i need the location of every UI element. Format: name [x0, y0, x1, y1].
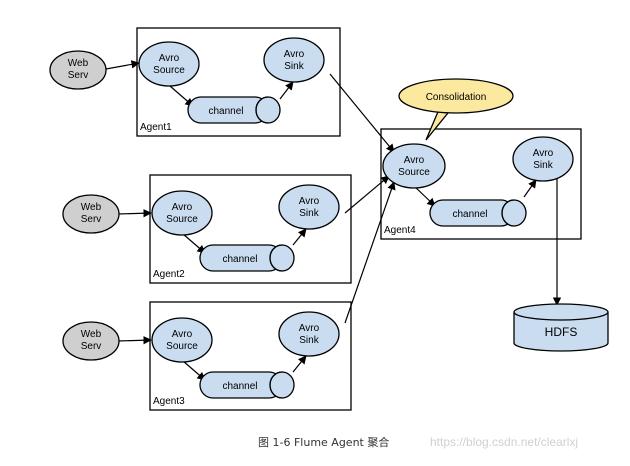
- edge-source3-channel3: [182, 360, 206, 381]
- agent1-channel: channel: [187, 96, 281, 124]
- edge-web2-source2: [117, 209, 152, 218]
- edge-sink3-source4: [344, 181, 396, 324]
- agent2-label: Agent2: [153, 269, 185, 280]
- source1-line1: Avro: [159, 53, 180, 64]
- agent1-label: Agent1: [140, 122, 172, 133]
- web-serv-2-line2: Serv: [81, 214, 102, 225]
- edge-channel2-sink2: [292, 228, 307, 246]
- agent2-channel: channel: [199, 244, 295, 272]
- web-serv-1-line1: Web: [68, 58, 89, 69]
- agent3-avro-source: Avro Source: [151, 317, 213, 363]
- consolidation-label: Consolidation: [426, 92, 487, 103]
- channel4-label: channel: [452, 209, 487, 220]
- edge-channel3-sink3: [292, 355, 307, 373]
- edge-sink2-source4: [344, 175, 390, 214]
- source2-line1: Avro: [172, 202, 193, 213]
- edge-channel1-sink1: [279, 81, 294, 100]
- web-serv-3-line1: Web: [81, 329, 102, 340]
- web-serv-1-line2: Serv: [68, 70, 89, 81]
- web-serv-3: Web Serv: [62, 321, 120, 361]
- figure-caption: 图 1-6 Flume Agent 聚合: [258, 435, 389, 449]
- edge-source1-channel1: [169, 85, 194, 107]
- agent4-channel: channel: [429, 199, 527, 227]
- edge-channel4-sink4: [523, 179, 537, 198]
- web-serv-1: Web Serv: [49, 50, 107, 90]
- agent4-label: Agent4: [384, 225, 416, 236]
- sink4-line1: Avro: [533, 148, 554, 159]
- source2-line2: Source: [166, 214, 198, 225]
- web-serv-2-line1: Web: [81, 202, 102, 213]
- web-serv-3-line2: Serv: [81, 341, 102, 352]
- channel3-label: channel: [222, 381, 257, 392]
- agent2-avro-sink: Avro Sink: [278, 184, 340, 230]
- sink2-line1: Avro: [299, 196, 320, 207]
- sink3-line2: Sink: [299, 335, 319, 346]
- agent3-label: Agent3: [153, 396, 185, 407]
- hdfs-storage: HDFS: [513, 303, 609, 352]
- channel1-label: channel: [208, 106, 243, 117]
- agent2-avro-source: Avro Source: [151, 190, 213, 236]
- source1-line2: Source: [153, 65, 185, 76]
- agent1-avro-sink: Avro Sink: [263, 37, 325, 83]
- agent1-avro-source: Avro Source: [138, 41, 200, 87]
- web-serv-2: Web Serv: [62, 194, 120, 234]
- source4-line1: Avro: [404, 155, 425, 166]
- source4-line2: Source: [398, 167, 430, 178]
- agent1-box: [136, 27, 341, 137]
- agent4-avro-source: Avro Source: [382, 143, 446, 189]
- sink1-line2: Sink: [284, 61, 304, 72]
- sink3-line1: Avro: [299, 323, 320, 334]
- edge-source4-channel4: [413, 185, 436, 207]
- agent2-box: [149, 174, 352, 284]
- edge-web1-source1: [105, 60, 140, 70]
- source3-line1: Avro: [172, 329, 193, 340]
- consolidation-callout: Consolidation: [398, 78, 514, 141]
- agent3-box: [149, 301, 352, 411]
- agent3-avro-sink: Avro Sink: [278, 311, 340, 357]
- sink2-line2: Sink: [299, 208, 319, 219]
- edge-source2-channel2: [182, 233, 206, 254]
- edge-sink1-source4: [329, 73, 395, 153]
- channel2-label: channel: [222, 254, 257, 265]
- sink4-line2: Sink: [533, 160, 553, 171]
- hdfs-label: HDFS: [545, 325, 578, 339]
- source3-line2: Source: [166, 341, 198, 352]
- watermark: https://blog.csdn.net/clearlxj: [430, 435, 578, 449]
- sink1-line1: Avro: [284, 49, 305, 60]
- agent3-channel: channel: [199, 371, 295, 399]
- agent4-avro-sink: Avro Sink: [512, 136, 574, 182]
- edge-web3-source3: [117, 336, 152, 345]
